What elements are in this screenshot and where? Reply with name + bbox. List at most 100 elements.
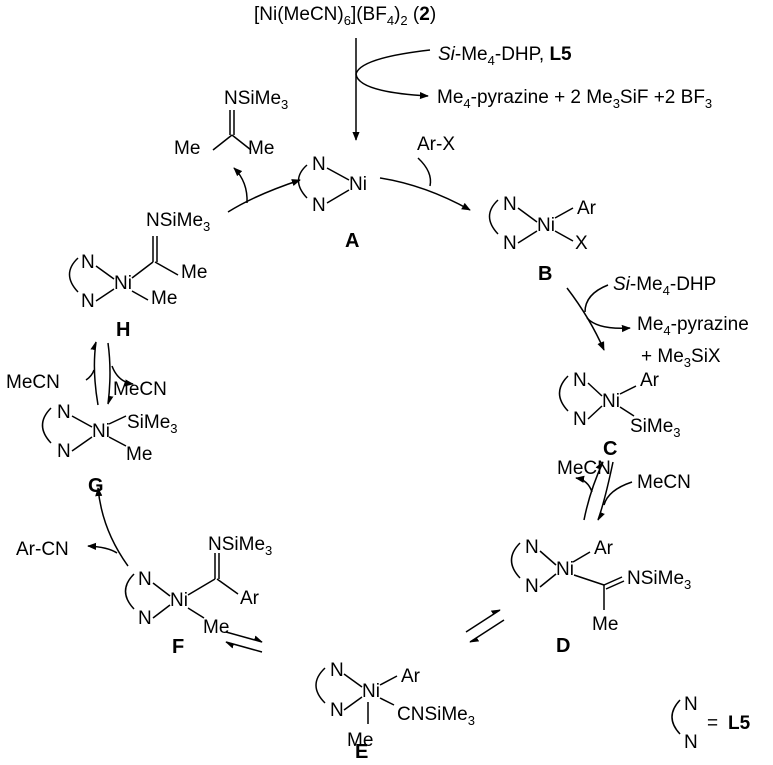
svg-text:Ni: Ni	[537, 215, 555, 236]
svg-text:Ni: Ni	[170, 590, 188, 611]
label-C: C	[603, 438, 617, 460]
label-B: B	[538, 263, 552, 285]
label-G: G	[88, 475, 104, 497]
byproduct-out-curve	[355, 73, 429, 100]
svg-text:Me: Me	[126, 444, 152, 465]
arrow-D-to-E	[469, 619, 505, 643]
arrow-A-to-B	[379, 177, 471, 211]
arcn-product: Ar-CN	[16, 539, 69, 560]
mecn-out-curve	[575, 475, 593, 493]
svg-text:Ar: Ar	[240, 588, 260, 609]
svg-text:N: N	[503, 194, 517, 215]
arrow-F-to-G	[95, 487, 129, 567]
svg-text:Me: Me	[347, 730, 373, 751]
mecn-cd-in: MeCN	[637, 472, 691, 493]
mecn-h-out: MeCN	[113, 379, 167, 400]
byproduct-top: Me4-pyrazine + 2 Me3SiF +2 BF3	[437, 87, 712, 111]
svg-text:N: N	[81, 252, 95, 273]
svg-text:N: N	[330, 700, 344, 721]
svg-text:Ni: Ni	[92, 421, 110, 442]
mecn-cd-out: MeCN	[557, 458, 611, 479]
svg-text:N: N	[312, 195, 326, 216]
arrow-F-to-E	[225, 631, 263, 643]
arx-reagent: Ar-X	[417, 134, 455, 155]
svg-text:NSiMe3: NSiMe3	[146, 210, 210, 234]
svg-text:N: N	[57, 402, 71, 423]
svg-text:N: N	[81, 291, 95, 312]
svg-text:Me: Me	[174, 138, 200, 159]
label-E: E	[355, 741, 368, 763]
svg-text:Ni: Ni	[556, 559, 574, 580]
arcn-out-curve	[87, 542, 118, 554]
svg-text:Me: Me	[248, 138, 274, 159]
complex-D: N N Ni Ar NSiMe3 Me	[510, 537, 691, 635]
svg-text:N: N	[684, 732, 698, 753]
svg-text:SiMe3: SiMe3	[127, 412, 178, 436]
svg-text:L5: L5	[728, 713, 751, 734]
complex-F: N N Ni NSiMe3 Ar Me	[124, 534, 272, 638]
ketimine-product: NSiMe3 Me Me	[174, 88, 288, 159]
complex-G: N N Ni SiMe3 Me	[41, 402, 178, 465]
complex-E: N N Ni Ar CNSiMe3 Me	[315, 660, 475, 751]
svg-text:N: N	[57, 441, 71, 462]
reagent-bc-in-curve	[584, 284, 609, 313]
svg-text:NSiMe3: NSiMe3	[224, 88, 288, 112]
mecn-in-curve	[603, 481, 633, 506]
svg-text:NSiMe3: NSiMe3	[627, 568, 691, 592]
arrow-H-to-A	[227, 179, 301, 213]
svg-text:N: N	[138, 608, 152, 629]
svg-text:Ni: Ni	[114, 273, 132, 294]
reagent-top: Si-Me4-DHP, L5	[438, 44, 572, 68]
svg-text:Ni: Ni	[349, 174, 367, 195]
arrow-E-to-F	[225, 641, 263, 653]
svg-text:Ar: Ar	[401, 666, 421, 687]
complex-H: N N Ni NSiMe3 Me Me	[68, 210, 210, 312]
svg-text:Me: Me	[181, 262, 207, 283]
svg-text:N: N	[684, 694, 698, 715]
svg-text:SiMe3: SiMe3	[630, 416, 681, 440]
arrow-B-to-C	[566, 287, 605, 351]
svg-text:X: X	[575, 233, 588, 254]
complex-C: N N Ni Ar SiMe3	[558, 370, 681, 440]
svg-text:Me: Me	[151, 288, 177, 309]
svg-text:N: N	[503, 233, 517, 254]
mecn-h-out-curve	[111, 365, 134, 387]
arx-in-curve	[417, 157, 432, 187]
byproduct-bc-line2: + Me3SiX	[641, 346, 721, 370]
svg-text:N: N	[573, 370, 587, 391]
svg-text:N: N	[525, 537, 539, 558]
arrow-H-to-G	[107, 342, 114, 405]
mecn-h-in-curve	[85, 369, 95, 381]
byproduct-bc-out-curve	[586, 317, 631, 333]
complex-A: N N Ni	[297, 154, 367, 216]
svg-text:CNSiMe3: CNSiMe3	[397, 704, 475, 728]
mecn-h-in: MeCN	[6, 372, 60, 393]
ketimine-out-curve	[233, 167, 248, 204]
svg-text:Ni: Ni	[362, 681, 380, 702]
arrow-C-to-D	[597, 461, 614, 521]
svg-text:N: N	[138, 569, 152, 590]
svg-text:N: N	[312, 154, 326, 175]
byproduct-bc-line1: Me4-pyrazine	[637, 314, 749, 338]
svg-text:Me: Me	[592, 614, 618, 635]
label-H: H	[116, 319, 130, 341]
svg-text:N: N	[330, 660, 344, 681]
svg-text:Ar: Ar	[577, 198, 597, 219]
svg-text:N: N	[525, 576, 539, 597]
arrow-G-to-H	[90, 341, 99, 406]
svg-text:N: N	[573, 409, 587, 430]
reagent-in-curve	[355, 49, 431, 75]
svg-text:=: =	[707, 713, 718, 734]
ligand-legend: N N = L5	[671, 694, 751, 753]
complex-B: N N Ni Ar X	[488, 194, 597, 254]
svg-text:Ni: Ni	[602, 391, 620, 412]
svg-text:Ar: Ar	[640, 370, 660, 391]
svg-text:NSiMe3: NSiMe3	[208, 534, 272, 558]
label-F: F	[172, 636, 184, 658]
label-A: A	[345, 230, 359, 252]
svg-text:Me: Me	[203, 617, 229, 638]
reagent-bc: Si-Me4-DHP	[613, 274, 716, 298]
svg-text:Ar: Ar	[594, 538, 614, 559]
label-D: D	[556, 635, 570, 657]
